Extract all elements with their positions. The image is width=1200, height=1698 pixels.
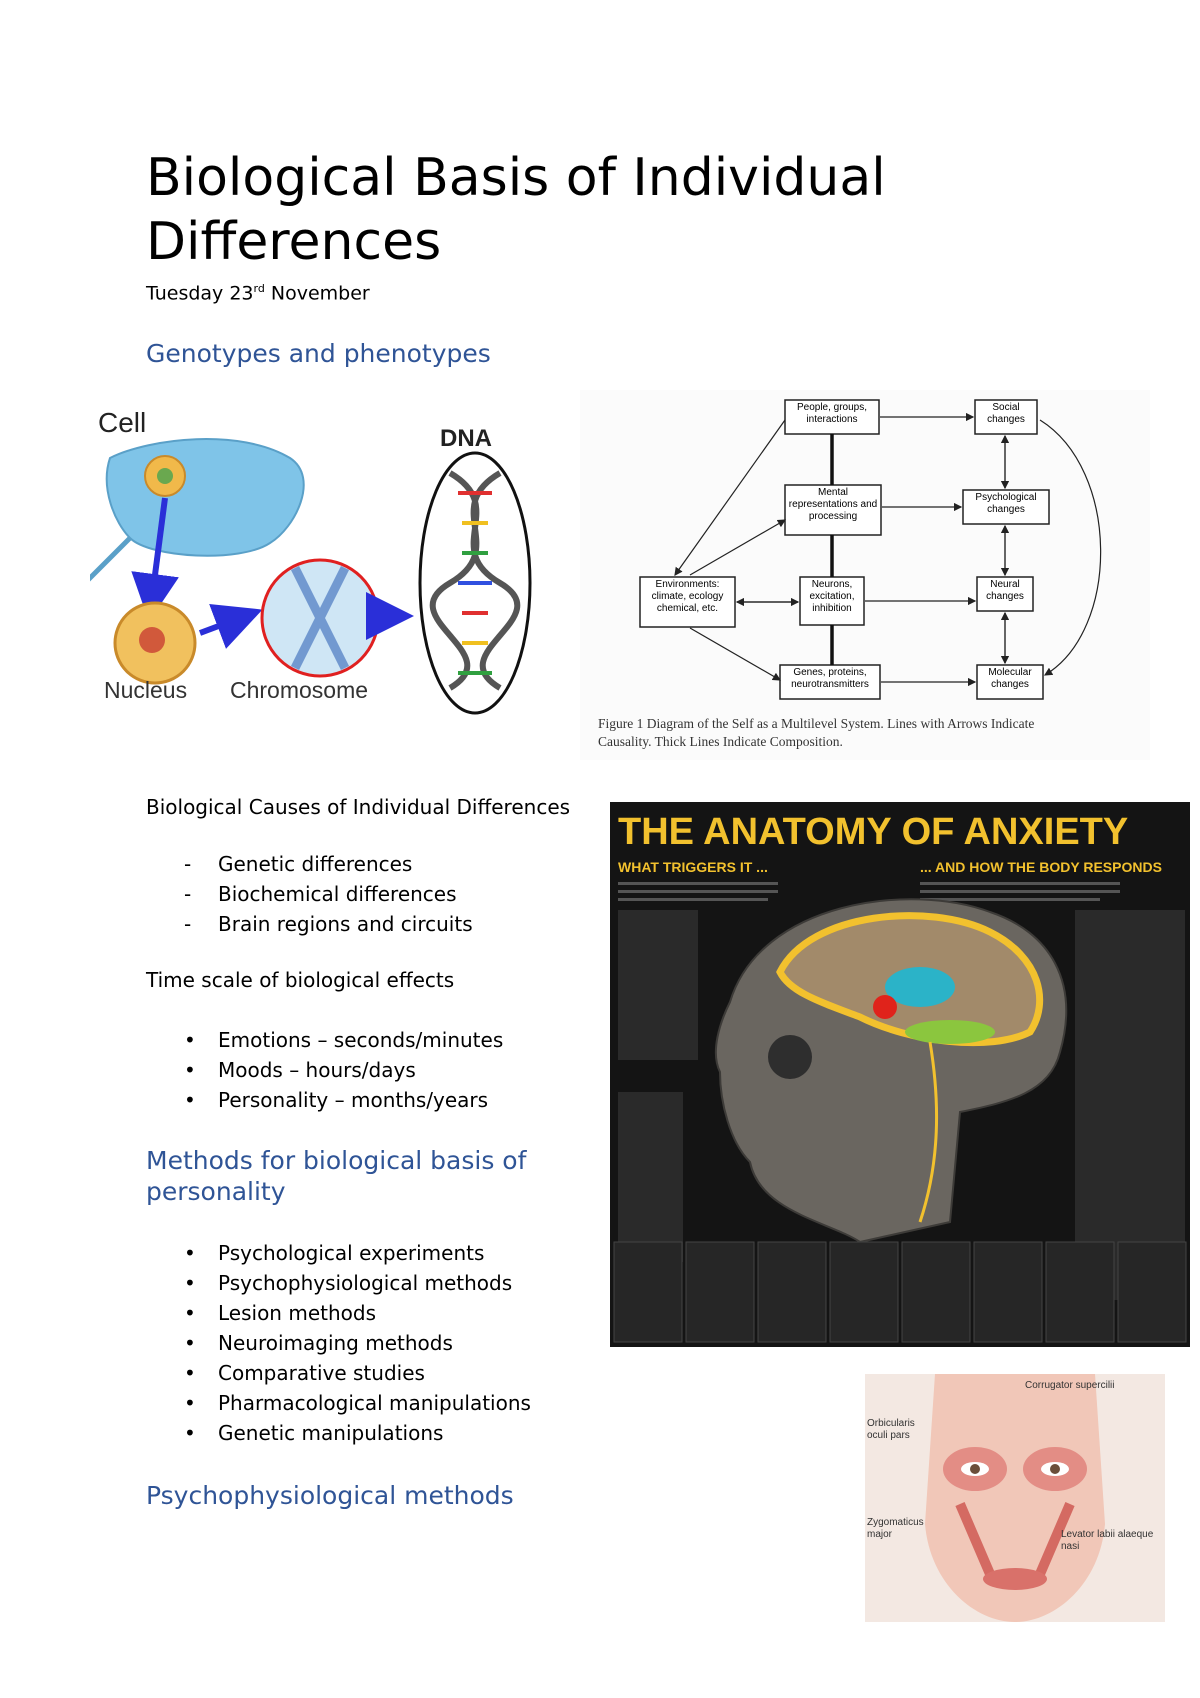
box-env — [639, 576, 736, 628]
bullet: • — [184, 1028, 196, 1052]
diagram-caption-line2: Causality. Thick Lines Indicate Composit… — [598, 734, 843, 749]
corrugator-label: Corrugator supercilii — [1025, 1380, 1115, 1391]
box-neural — [976, 576, 1034, 612]
poster-right-subtitle: ... AND HOW THE BODY RESPONDS — [920, 859, 1162, 875]
list-item: •Pharmacological manipulations — [146, 1388, 531, 1418]
eye — [768, 1035, 812, 1079]
box-psych-label: Psychological changes — [975, 492, 1037, 515]
causal-arrows — [674, 412, 1102, 687]
list-item: •Neuroimaging methods — [146, 1328, 531, 1358]
list-item: -Biochemical differences — [146, 879, 473, 909]
anatomy-of-anxiety-poster: THE ANATOMY OF ANXIETY WHAT TRIGGERS IT … — [610, 802, 1190, 1347]
bullet: • — [184, 1088, 196, 1112]
diagram-background — [580, 390, 1150, 760]
brain-region-blue — [885, 967, 955, 1007]
dna-base-pairs — [458, 491, 492, 675]
list-dash: - — [184, 882, 192, 906]
causes-list: -Genetic differences -Biochemical differ… — [146, 849, 473, 939]
poster-text-blocks — [618, 882, 1185, 1300]
dna-strand-left — [448, 470, 521, 691]
list-item: •Psychological experiments — [146, 1238, 531, 1268]
dna-ellipse — [418, 451, 532, 715]
box-mental — [784, 484, 882, 536]
box-neural-label: Neural changes — [986, 579, 1024, 602]
list-item: •Comparative studies — [146, 1358, 531, 1388]
levator-label: Levator labii alaeque nasi — [1061, 1529, 1154, 1552]
nucleus-to-chromosome-arrow — [198, 603, 263, 649]
box-psych — [962, 489, 1050, 525]
bullet: • — [184, 1058, 196, 1082]
list-item: •Psychophysiological methods — [146, 1268, 531, 1298]
spinal-path — [918, 1041, 939, 1223]
list-item: -Brain regions and circuits — [146, 909, 473, 939]
bullet: • — [184, 1301, 196, 1325]
box-genes-label: Genes, proteins, neurotransmitters — [791, 667, 869, 690]
document-date: Tuesday 23rd November — [146, 282, 370, 304]
timescale-heading: Time scale of biological effects — [146, 968, 455, 992]
bullet: • — [184, 1241, 196, 1265]
cell-body — [105, 438, 305, 557]
facial-muscles-figure: Corrugator supercilii Orbicularis oculi … — [865, 1374, 1165, 1622]
box-social — [974, 399, 1038, 435]
poster-left-subtitle: WHAT TRIGGERS IT ... — [618, 859, 768, 875]
list-item: -Genetic differences — [146, 849, 473, 879]
mouth-muscle — [983, 1568, 1047, 1590]
nucleus-label: Nucleus — [104, 677, 187, 703]
cell-label: Cell — [98, 407, 146, 438]
chromosome-shape — [290, 565, 350, 671]
box-mental-label: Mental representations and processing — [788, 487, 878, 522]
box-env-label: Environments: climate, ecology chemical,… — [651, 579, 724, 614]
box-people-label: People, groups, interactions — [796, 402, 868, 425]
date-prefix: Tuesday 23 — [146, 282, 254, 305]
bullet: • — [184, 1421, 196, 1445]
cell-nucleolus — [157, 468, 173, 484]
list-item: •Moods – hours/days — [146, 1055, 503, 1085]
cell-to-nucleus-arrow — [131, 497, 179, 622]
box-molecular-label: Molecular changes — [988, 667, 1032, 690]
left-iris — [970, 1464, 980, 1474]
brain-region-green — [905, 1020, 995, 1044]
date-superscript: rd — [253, 282, 265, 295]
list-dash: - — [184, 912, 192, 936]
cell-tail — [90, 536, 132, 582]
dna-strand-right — [429, 470, 502, 691]
timescale-list: •Emotions – seconds/minutes •Moods – hou… — [146, 1025, 503, 1115]
right-iris — [1050, 1464, 1060, 1474]
box-molecular — [976, 664, 1044, 700]
document-title: Biological Basis of Individual Differenc… — [146, 148, 886, 272]
dna-label: DNA — [440, 425, 492, 452]
poster-bottom-columns — [613, 1241, 1187, 1343]
bullet: • — [184, 1271, 196, 1295]
poster-title: THE ANATOMY OF ANXIETY — [618, 811, 1128, 853]
list-item: •Emotions – seconds/minutes — [146, 1025, 503, 1055]
bullet: • — [184, 1391, 196, 1415]
date-suffix: November — [264, 282, 370, 305]
box-neurons-label: Neurons, excitation, inhibition — [809, 579, 855, 614]
bullet: • — [184, 1331, 196, 1355]
list-item: •Genetic manipulations — [146, 1418, 531, 1448]
box-genes — [779, 664, 881, 700]
list-item: •Personality – months/years — [146, 1085, 503, 1115]
face-shape — [925, 1374, 1105, 1622]
diagram-caption-line1: Figure 1 Diagram of the Self as a Multil… — [598, 716, 1034, 731]
list-dash: - — [184, 852, 192, 876]
nucleus-core — [139, 627, 165, 653]
zygomaticus-label: Zygomaticus major — [867, 1517, 924, 1540]
amygdala-highlight — [873, 995, 897, 1019]
methods-list: •Psychological experiments •Psychophysio… — [146, 1238, 531, 1448]
chromosome-label: Chromosome — [230, 677, 368, 703]
box-people — [784, 399, 880, 435]
causes-heading: Biological Causes of Individual Differen… — [146, 795, 571, 819]
zygomaticus-muscles — [955, 1502, 1075, 1576]
orbicularis-label: Orbicularis oculi pars — [867, 1418, 915, 1441]
section-genotypes-heading: Genotypes and phenotypes — [146, 339, 491, 368]
cell-dna-figure: Cell DNA Nucleus Chromosome — [90, 407, 532, 715]
bullet: • — [184, 1361, 196, 1385]
box-social-label: Social changes — [987, 402, 1025, 425]
list-item: •Lesion methods — [146, 1298, 531, 1328]
self-multilevel-diagram: People, groups, interactions Social chan… — [580, 390, 1150, 760]
section-methods-heading: Methods for biological basis of personal… — [146, 1146, 527, 1206]
section-psychophys-heading: Psychophysiological methods — [146, 1481, 514, 1510]
